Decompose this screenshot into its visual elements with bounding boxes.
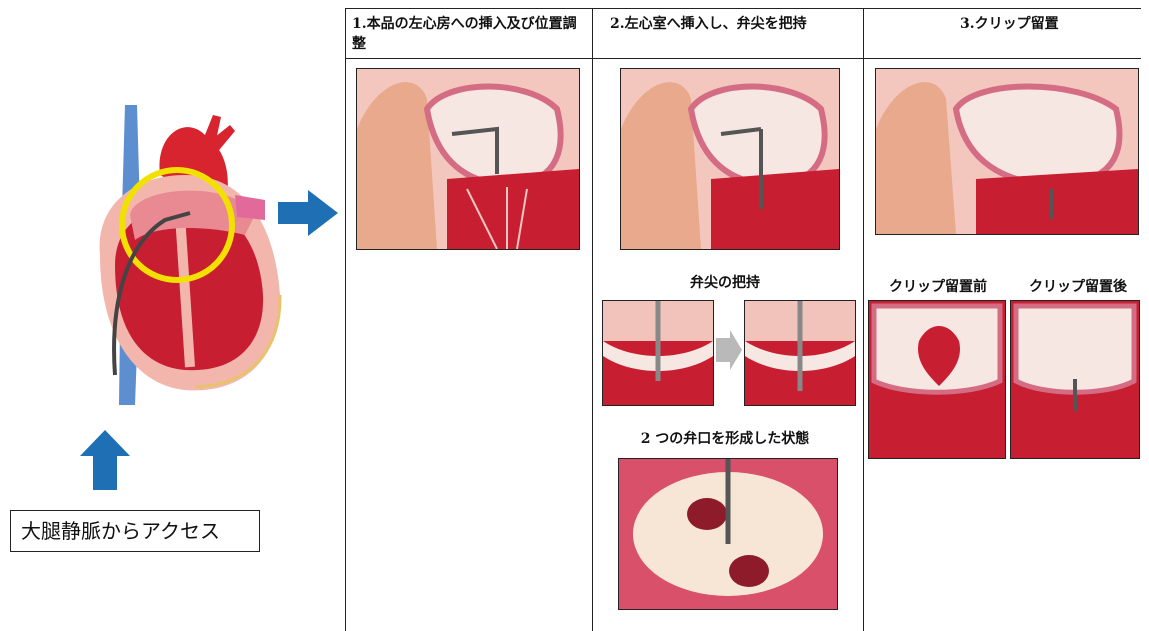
grasp-label: 弁尖の把持 [600, 272, 850, 292]
before-clip-image [868, 300, 1006, 459]
access-label-text: 大腿静脈からアクセス [21, 519, 220, 543]
two-orifices-image [618, 458, 838, 610]
step-1-image [356, 68, 580, 250]
two-orifices-label: 2 つの弁口を形成した状態 [600, 428, 850, 448]
heart-illustration [55, 105, 305, 405]
grasp-before-image [602, 300, 714, 406]
after-clip-label: クリップ留置後 [1008, 276, 1148, 296]
column-divider-3 [863, 8, 864, 631]
column-1-title: 1.本品の左心房への挿入及び位置調整 [352, 14, 588, 54]
header-divider [345, 58, 1141, 59]
column-3-title: 3.クリップ留置 [960, 14, 1140, 34]
column-divider-2 [592, 8, 593, 631]
after-clip-image [1010, 300, 1140, 459]
arrow-up-icon [80, 430, 130, 490]
step-3-image [875, 68, 1139, 235]
access-label: 大腿静脈からアクセス [10, 510, 260, 552]
before-clip-label: クリップ留置前 [868, 276, 1008, 296]
step-2-image [620, 68, 840, 250]
top-border [345, 8, 1141, 9]
transition-arrow-icon [716, 330, 742, 370]
column-divider-1 [345, 8, 346, 631]
column-2-title: 2.左心室へ挿入し、弁尖を把持 [610, 14, 860, 34]
arrow-right-icon [278, 190, 338, 236]
grasp-after-image [744, 300, 856, 406]
